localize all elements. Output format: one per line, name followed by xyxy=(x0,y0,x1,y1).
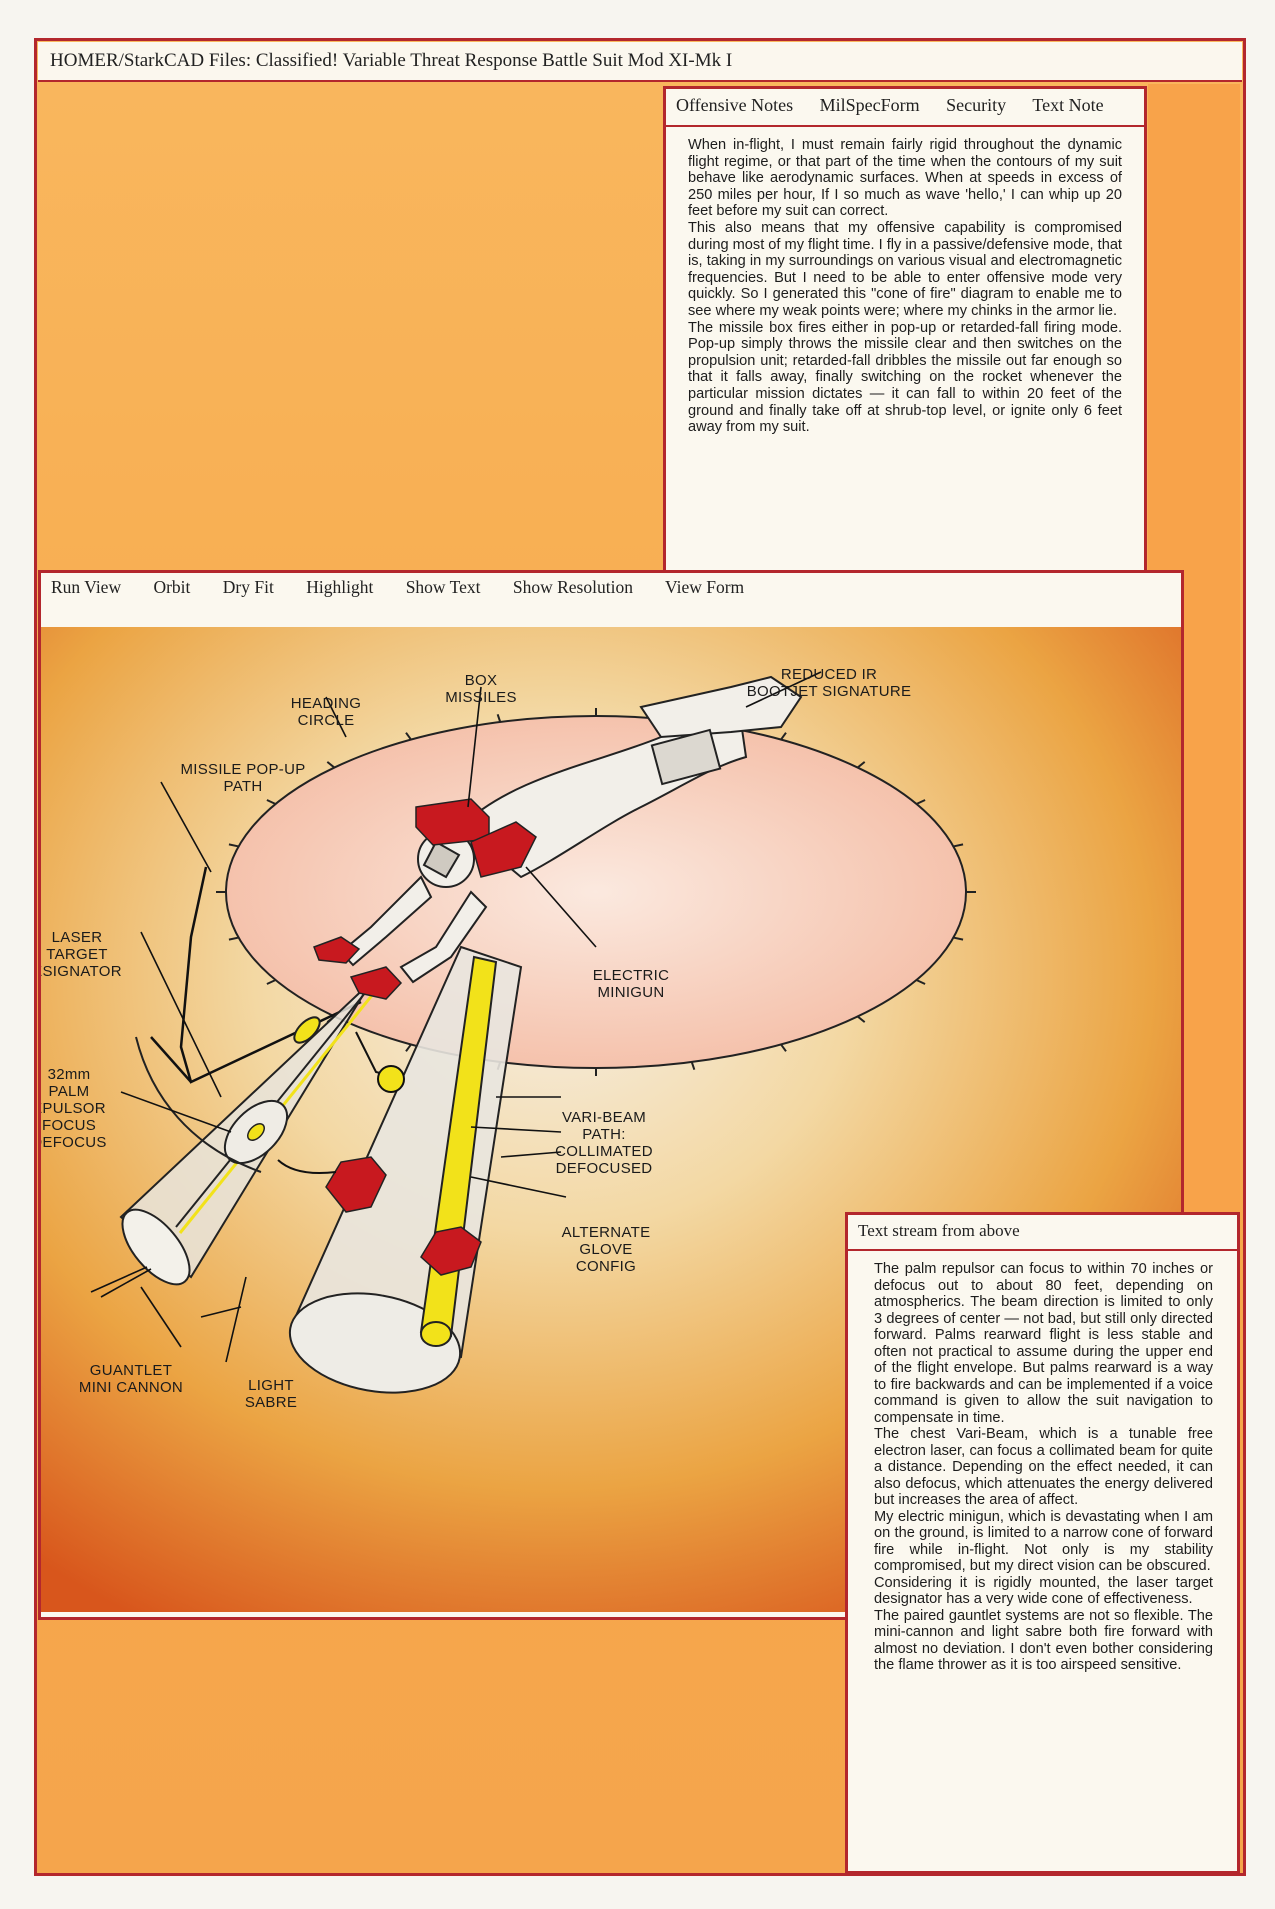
notes-tab-bar: Offensive Notes MilSpecForm Security Tex… xyxy=(666,89,1144,127)
heading-tick xyxy=(780,1043,787,1052)
stream-paragraph: The palm repulsor can focus to within 70… xyxy=(874,1261,1213,1426)
leader-lines xyxy=(90,671,822,1363)
laser-beam-line xyxy=(178,972,392,1234)
pendant-circle xyxy=(377,1065,405,1093)
heading-tick xyxy=(228,936,239,941)
heading-tick xyxy=(326,761,335,769)
laser-cable xyxy=(277,1159,337,1175)
heading-tick xyxy=(228,843,239,848)
vari-beam-end xyxy=(288,1292,462,1394)
menu-view-form[interactable]: View Form xyxy=(665,577,745,597)
missile-popup-path xyxy=(179,866,362,1084)
tab-text-note[interactable]: Text Note xyxy=(1032,95,1104,115)
heading-tick xyxy=(496,713,502,723)
notes-paragraph: When in-flight, I must remain fairly rig… xyxy=(688,137,1122,220)
repulsor-focus-ring-core xyxy=(247,1123,265,1141)
offensive-notes-panel: Offensive Notes MilSpecForm Security Tex… xyxy=(663,86,1147,576)
heading-tick xyxy=(405,1043,412,1052)
heading-tick xyxy=(690,1061,696,1071)
menu-show-text[interactable]: Show Text xyxy=(405,577,481,597)
tab-offensive-notes[interactable]: Offensive Notes xyxy=(676,95,794,115)
stream-title: Text stream from above xyxy=(848,1215,1237,1251)
stream-paragraph: The paired gauntlet systems are not so f… xyxy=(874,1607,1213,1674)
stream-paragraph: My electric minigun, which is devastatin… xyxy=(874,1508,1213,1575)
heading-tick xyxy=(857,1015,866,1023)
heading-tick xyxy=(953,843,964,848)
menu-orbit[interactable]: Orbit xyxy=(153,577,191,597)
menu-show-resolution[interactable]: Show Resolution xyxy=(512,577,633,597)
heading-tick xyxy=(405,732,412,741)
heading-tick xyxy=(916,979,926,985)
heading-tick xyxy=(266,979,276,985)
laser-cone-end xyxy=(121,1208,191,1286)
notes-paragraph: The missile box fires either in pop-up o… xyxy=(688,319,1122,436)
heading-tick xyxy=(953,936,964,941)
missile-popup-path xyxy=(150,1036,192,1083)
heading-arc xyxy=(135,1036,262,1173)
window-title: HOMER/StarkCAD Files: Classified! Variab… xyxy=(38,42,1242,82)
tab-milspecform[interactable]: MilSpecForm xyxy=(819,95,920,115)
viewer-menu-bar: Run View Orbit Dry Fit Highlight Show Te… xyxy=(41,573,1181,611)
heading-tick xyxy=(266,799,276,805)
menu-dry-fit[interactable]: Dry Fit xyxy=(222,577,274,597)
stream-paragraph: Considering it is rigidly mounted, the l… xyxy=(874,1574,1213,1608)
notes-text: When in-flight, I must remain fairly rig… xyxy=(666,127,1144,436)
repulsor-ring-upper xyxy=(293,1016,321,1044)
notes-paragraph: This also means that my offensive capabi… xyxy=(688,219,1122,319)
armor-red-parts xyxy=(313,798,537,1276)
stream-paragraph: The chest Vari-Beam, which is a tunable … xyxy=(874,1426,1213,1508)
menu-highlight[interactable]: Highlight xyxy=(306,577,374,597)
text-stream-panel: Text stream from above The palm repulsor… xyxy=(845,1212,1240,1874)
vari-beam-core-end xyxy=(420,1321,452,1347)
tab-security[interactable]: Security xyxy=(946,95,1007,115)
heading-tick xyxy=(780,732,787,741)
laser-beam-line xyxy=(175,966,387,1228)
heading-tick xyxy=(916,799,926,805)
label-palm-repulsor: 32mmPALMEPULSORFOCUSDEFOCUS xyxy=(41,1066,107,1151)
heading-tick xyxy=(857,761,866,769)
menu-run-view[interactable]: Run View xyxy=(51,577,122,597)
stream-text: The palm repulsor can focus to within 70… xyxy=(848,1251,1237,1674)
